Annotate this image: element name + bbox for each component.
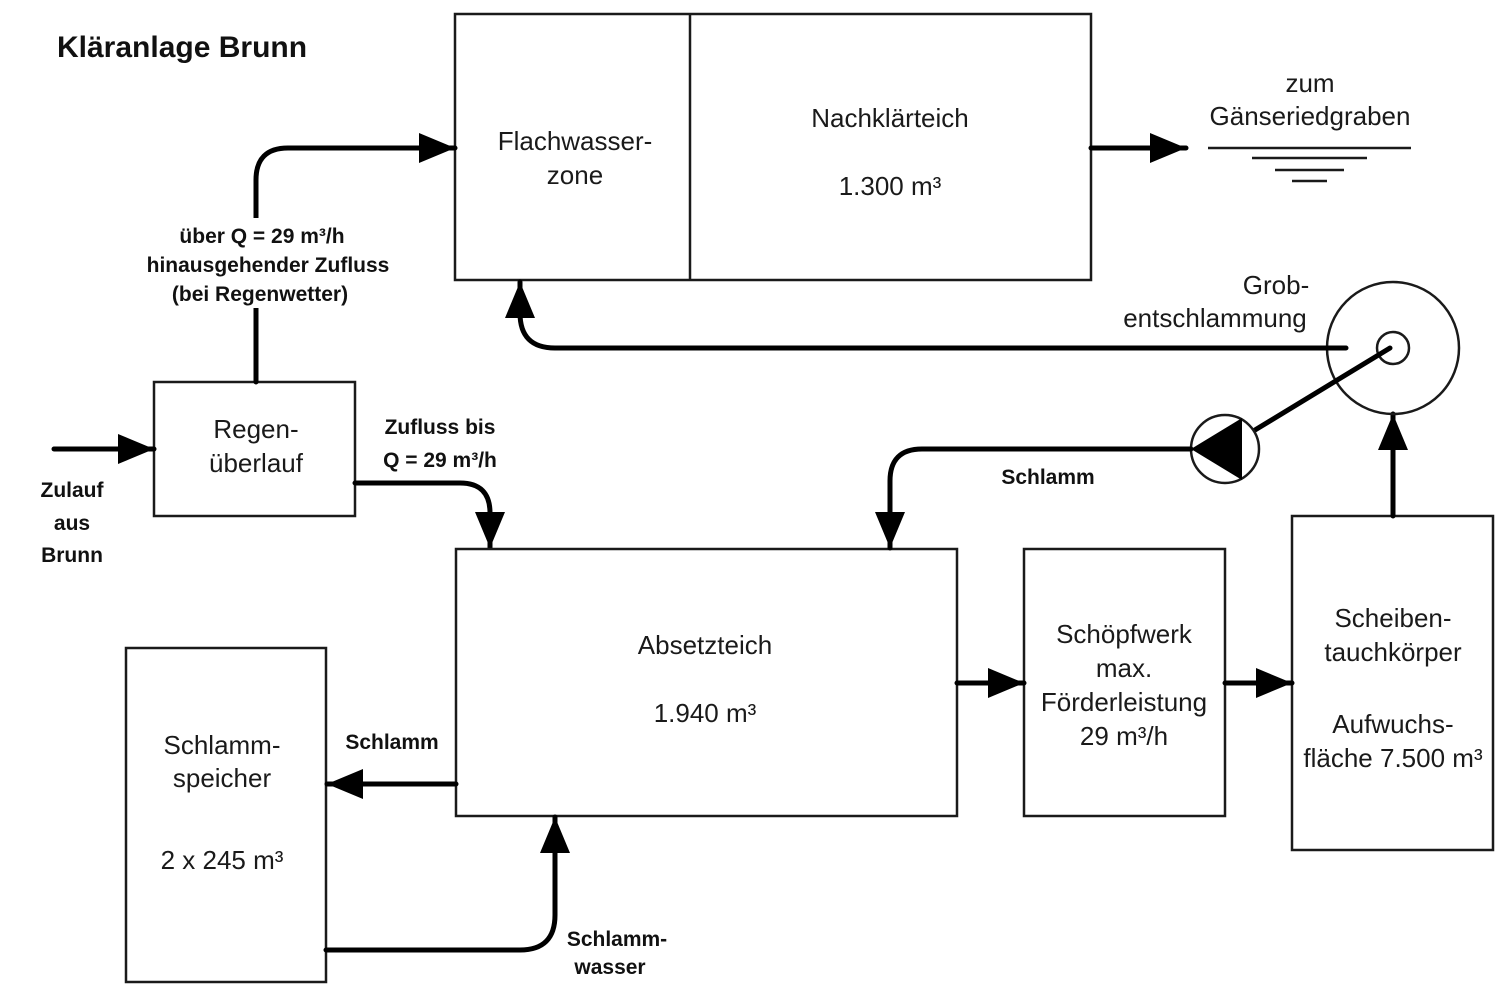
schoepfwerk-label-3: Förderleistung xyxy=(1041,687,1207,717)
schlammspeicher-box xyxy=(124,646,328,984)
nachklaerteich-label: Nachklärteich xyxy=(811,103,969,133)
regenueberlauf-label-1: Regen- xyxy=(213,414,298,444)
schoepfwerk-label-2: max. xyxy=(1096,653,1152,683)
absetzteich-volume: 1.940 m³ xyxy=(654,698,757,728)
scheibentauchkoerper-label-2: tauchkörper xyxy=(1324,637,1462,667)
diagram-title: Kläranlage Brunn xyxy=(57,31,307,64)
overflow-label-1: über Q = 29 m³/h xyxy=(179,225,344,248)
zufluss-arrow xyxy=(352,480,505,551)
flachwasserzone-label-1: Flachwasser- xyxy=(498,126,653,156)
zufluss-label-1: Zufluss bis xyxy=(385,416,496,439)
scheibentauchkoerper-label-3: Aufwuchs- xyxy=(1332,709,1453,739)
overflow-arrow xyxy=(253,133,458,385)
absetzteich-box xyxy=(454,547,959,818)
schlammspeicher-label-2: speicher xyxy=(173,763,272,793)
grobentschlammung-return-arrow xyxy=(505,279,1349,351)
overflow-label-2: hinausgehender Zufluss xyxy=(147,254,390,277)
zulauf-label-1: Zulauf xyxy=(41,479,105,502)
node-nachklaerteich-group: Flachwasser- zone Nachklärteich 1.300 m³ xyxy=(453,12,1093,282)
sludge-pipe xyxy=(1252,345,1393,433)
zulauf-label-3: Brunn xyxy=(41,544,103,567)
gaenseriedgraben-label-2: Gänseriedgraben xyxy=(1210,101,1411,131)
overflow-label-bg xyxy=(130,218,410,308)
overflow-label-3: (bei Regenwetter) xyxy=(172,283,348,306)
schlammspeicher-volume: 2 x 245 m³ xyxy=(161,845,284,875)
absetzteich-label: Absetzteich xyxy=(638,630,772,660)
zufluss-label-2: Q = 29 m³/h xyxy=(383,449,497,472)
schlamm-pump-label: Schlamm xyxy=(1001,466,1094,489)
water-surface-icon xyxy=(1208,146,1411,183)
nachklaerteich-box xyxy=(453,12,1093,282)
nachklaerteich-volume: 1.300 m³ xyxy=(839,171,942,201)
pump-icon xyxy=(1189,413,1261,485)
schoepfwerk-label-1: Schöpfwerk xyxy=(1056,619,1193,649)
scheibentauchkoerper-label-4: fläche 7.500 m³ xyxy=(1303,743,1483,773)
schlammwasser-label-2: wasser xyxy=(573,956,645,979)
grobentschlammung-label-2: entschlammung xyxy=(1123,303,1307,333)
schoepfwerk-label-4: 29 m³/h xyxy=(1080,721,1168,751)
schlamm-speicher-label: Schlamm xyxy=(345,731,438,754)
flachwasserzone-label-2: zone xyxy=(547,160,603,190)
regenueberlauf-label-2: überlauf xyxy=(209,448,304,478)
gaenseriedgraben-label-1: zum xyxy=(1285,68,1334,98)
schlammwasser-label-1: Schlamm- xyxy=(567,928,667,951)
scheibentauchkoerper-label-1: Scheiben- xyxy=(1334,603,1451,633)
scheibentauchkoerper-box xyxy=(1290,514,1495,852)
sludge-to-absetzteich-arrow xyxy=(875,446,1194,551)
grobentschlammung-label-1: Grob- xyxy=(1243,270,1309,300)
schlammspeicher-label-1: Schlamm- xyxy=(163,730,280,760)
schlammwasser-return-arrow xyxy=(323,814,570,953)
zulauf-label-2: aus xyxy=(54,512,90,535)
